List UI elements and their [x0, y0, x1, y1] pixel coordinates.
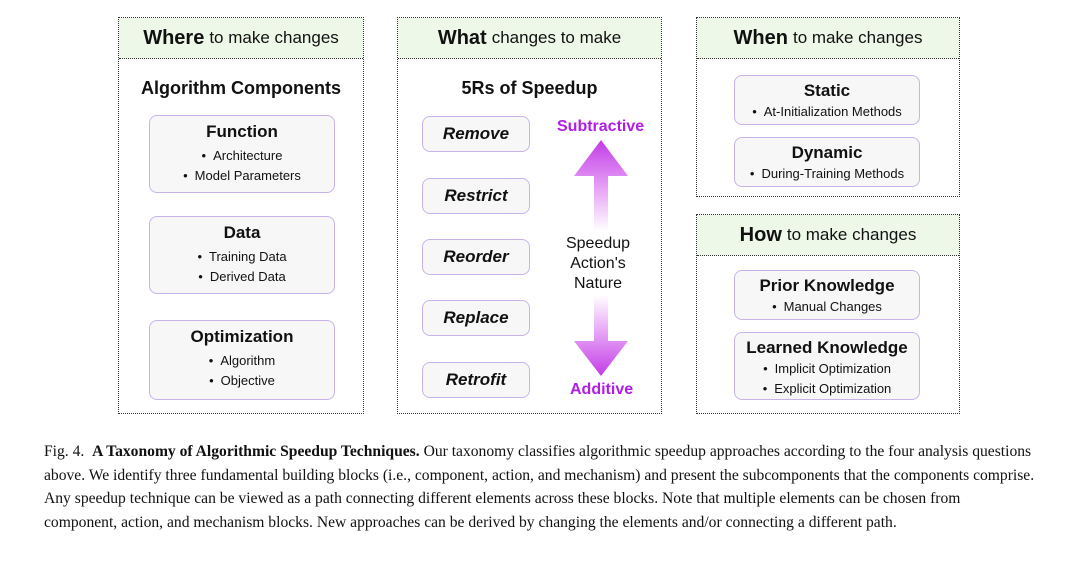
card-items: Algorithm Objective: [150, 351, 334, 391]
card-item: Objective: [150, 371, 334, 391]
card-title: Data: [223, 223, 261, 242]
card-title: Function: [206, 122, 278, 141]
speedup-nature-text: Speedup Action's Nature: [548, 234, 648, 294]
card-item: Training Data: [150, 247, 334, 267]
when-header-rest: to make changes: [792, 28, 923, 47]
card-item: Algorithm: [150, 351, 334, 371]
nature-line: Nature: [573, 275, 623, 292]
action-replace: Replace: [422, 300, 530, 336]
figure-caption: Fig. 4. A Taxonomy of Algorithmic Speedu…: [44, 440, 1036, 534]
where-header-rest: to make changes: [209, 28, 339, 47]
card-title: Learned Knowledge: [746, 338, 908, 357]
subtractive-label: Subtractive: [557, 118, 645, 135]
additive-arrow-icon: [574, 295, 628, 376]
action-restrict: Restrict: [422, 178, 530, 214]
algorithm-components-title: Algorithm Components: [141, 78, 341, 98]
dynamic-card: Dynamic During-Training Methods: [734, 137, 920, 187]
when-panel-header: When to make changes: [697, 18, 959, 59]
prior-knowledge-card: Prior Knowledge Manual Changes: [734, 270, 920, 320]
card-item: During-Training Methods: [735, 164, 919, 184]
card-title: Dynamic: [791, 143, 863, 162]
card-title: Static: [803, 81, 851, 100]
what-panel: What changes to make 5Rs of Speedup Remo…: [397, 17, 662, 414]
card-items: Implicit Optimization Explicit Optimizat…: [735, 359, 919, 399]
when-header-keyword: When: [733, 26, 788, 49]
how-header-rest: to make changes: [786, 225, 917, 244]
where-panel-header: Where to make changes: [119, 18, 363, 59]
function-card: Function Architecture Model Parameters: [149, 115, 335, 193]
card-item: Manual Changes: [735, 297, 919, 317]
where-header-keyword: Where: [143, 26, 205, 49]
action-remove: Remove: [422, 116, 530, 152]
card-item: Model Parameters: [150, 166, 334, 186]
action-reorder: Reorder: [422, 239, 530, 275]
card-items: Architecture Model Parameters: [150, 146, 334, 186]
card-item: Implicit Optimization: [735, 359, 919, 379]
static-card: Static At-Initialization Methods: [734, 75, 920, 125]
what-header-rest: changes to make: [491, 28, 622, 47]
additive-label: Additive: [570, 381, 634, 398]
card-item: Architecture: [150, 146, 334, 166]
learned-knowledge-card: Learned Knowledge Implicit Optimization …: [734, 332, 920, 400]
nature-line: Speedup: [565, 235, 631, 252]
how-panel-header: How to make changes: [697, 215, 959, 256]
when-panel: When to make changes Static At-Initializ…: [696, 17, 960, 197]
nature-line: Action's: [570, 255, 626, 272]
where-panel: Where to make changes Algorithm Componen…: [118, 17, 364, 414]
how-panel: How to make changes Prior Knowledge Manu…: [696, 214, 960, 414]
speedup-5rs-title: 5Rs of Speedup: [461, 78, 598, 98]
card-item: At-Initialization Methods: [735, 102, 919, 122]
subtractive-arrow-icon: [574, 140, 628, 231]
data-card: Data Training Data Derived Data: [149, 216, 335, 294]
card-item: Explicit Optimization: [735, 379, 919, 399]
how-header-keyword: How: [739, 223, 782, 246]
caption-body: Our taxonomy classifies algorithmic spee…: [44, 443, 1035, 531]
card-items: At-Initialization Methods: [735, 102, 919, 122]
caption-title: A Taxonomy of Algorithmic Speedup Techni…: [92, 443, 420, 460]
optimization-card: Optimization Algorithm Objective: [149, 320, 335, 400]
action-retrofit: Retrofit: [422, 362, 530, 398]
card-items: During-Training Methods: [735, 164, 919, 184]
card-items: Training Data Derived Data: [150, 247, 334, 287]
caption-label: Fig. 4.: [44, 443, 85, 460]
card-items: Manual Changes: [735, 297, 919, 317]
what-header-keyword: What: [437, 26, 487, 49]
card-title: Prior Knowledge: [759, 276, 895, 295]
card-title: Optimization: [190, 327, 294, 346]
card-item: Derived Data: [150, 267, 334, 287]
what-panel-header: What changes to make: [398, 18, 661, 59]
